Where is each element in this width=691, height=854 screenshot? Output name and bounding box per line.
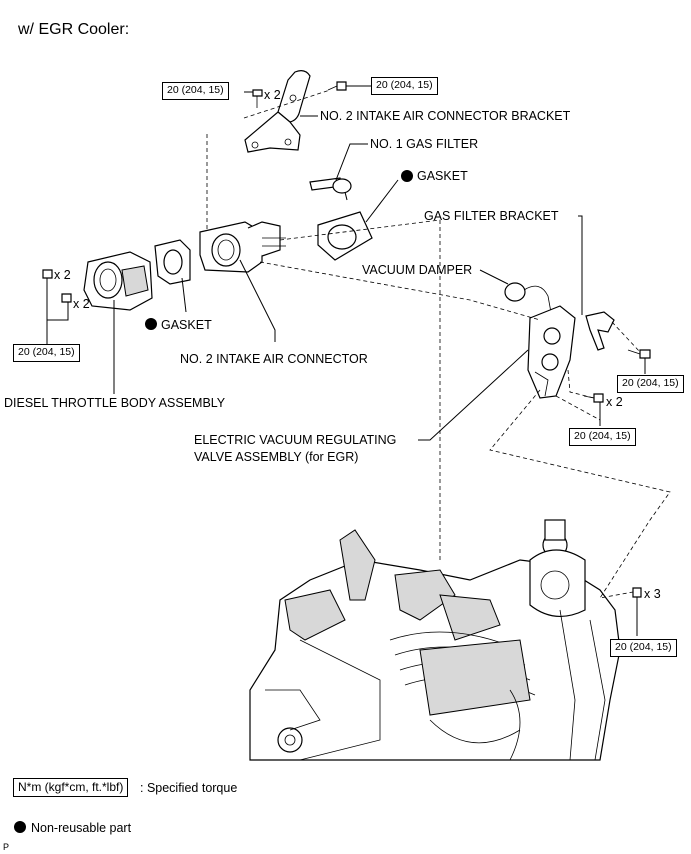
torque-spec-evrv: 20 (204, 15) (569, 428, 636, 446)
no2-intake-air-connector-bracket-part (244, 70, 311, 153)
throttle-gasket-part (154, 239, 191, 285)
no1-gas-filter-part (309, 177, 352, 201)
torque-spec-bracket-right: 20 (204, 15) (371, 77, 438, 95)
engine-block-illustration (249, 519, 621, 761)
qty-throttle-nuts: x 2 (54, 268, 71, 282)
evrv-assembly-part (527, 305, 576, 399)
leader-lines (46, 85, 646, 636)
egr-gasket-part (317, 211, 373, 261)
torque-spec-gas-filter-bracket: 20 (204, 15) (617, 375, 684, 393)
label-gasket-throttle: GASKET (161, 318, 212, 332)
legend-non-reusable-dot (14, 821, 26, 833)
non-reusable-dot-egr-gasket (401, 170, 413, 182)
label-no2-intake-air-connector: NO. 2 INTAKE AIR CONNECTOR (180, 352, 368, 366)
qty-evrv-bolts: x 2 (606, 395, 623, 409)
torque-spec-throttle-body: 20 (204, 15) (13, 344, 80, 362)
label-diesel-throttle-body-assembly: DIESEL THROTTLE BODY ASSEMBLY (4, 396, 226, 410)
bolts (42, 81, 651, 598)
diesel-throttle-body-part (83, 251, 153, 311)
label-vacuum-damper: VACUUM DAMPER (362, 263, 473, 277)
diagram-heading: w/ EGR Cooler: (18, 21, 130, 38)
label-no1-gas-filter: NO. 1 GAS FILTER (370, 137, 479, 151)
legend-non-reusable-text: Non-reusable part (31, 821, 132, 835)
label-evrv-line2: VALVE ASSEMBLY (for EGR) (194, 450, 359, 464)
qty-engine-nuts: x 3 (644, 587, 661, 601)
label-no2-intake-air-connector-bracket: NO. 2 INTAKE AIR CONNECTOR BRACKET (320, 109, 571, 123)
qty-throttle-bolts: x 2 (73, 297, 90, 311)
non-reusable-dot-throttle-gasket (145, 318, 157, 330)
dashed-installation-lines (206, 89, 671, 599)
qty-bracket-bolts: x 2 (264, 88, 281, 102)
torque-spec-bracket-left: 20 (204, 15) (162, 82, 229, 100)
torque-spec-engine: 20 (204, 15) (610, 639, 677, 657)
no2-intake-air-connector-part (199, 221, 286, 273)
label-gasket-egr: GASKET (417, 169, 468, 183)
label-gas-filter-bracket: GAS FILTER BRACKET (424, 209, 559, 223)
vacuum-damper-part (504, 282, 553, 319)
legend-torque-unit-box: N*m (kgf*cm, ft.*lbf) (13, 778, 129, 798)
corner-mark: P (3, 842, 10, 852)
label-evrv-line1: ELECTRIC VACUUM REGULATING (194, 433, 397, 447)
gas-filter-bracket-part (585, 311, 615, 351)
legend-torque-text: : Specified torque (140, 781, 238, 795)
